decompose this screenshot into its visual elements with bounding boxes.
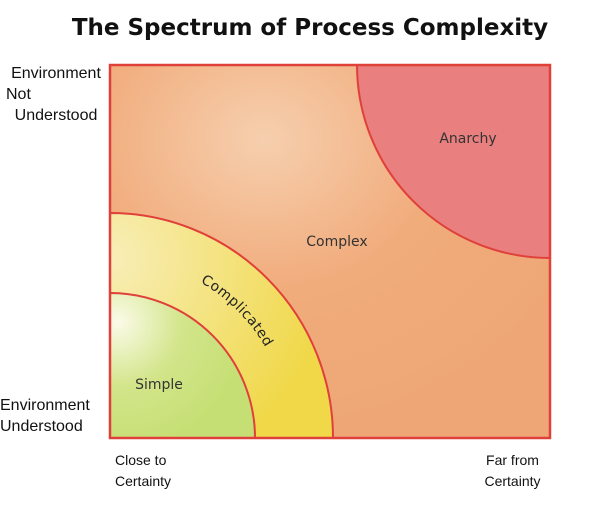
y-top-line2: Not <box>6 86 31 103</box>
x-left-line2: Certainty <box>115 473 172 489</box>
x-left-label: Close to Certainty <box>115 450 171 492</box>
diagram-title: The Spectrum of Process Complexity <box>72 15 548 41</box>
label-simple: Simple <box>135 377 183 393</box>
y-bottom-line2: Understood <box>0 418 83 435</box>
x-right-line1: Far from <box>486 452 539 468</box>
y-top-line1: Environment <box>11 65 101 82</box>
x-right-line2: Certainty <box>484 473 541 489</box>
y-bottom-label: Environment Understood <box>0 395 90 437</box>
region-anarchy <box>355 64 551 260</box>
x-left-line1: Close to <box>115 452 167 468</box>
label-anarchy: Anarchy <box>439 131 496 147</box>
y-top-label: Environment Not Understood <box>6 63 106 126</box>
x-right-label: Far from Certainty <box>470 450 555 492</box>
y-top-line3: Understood <box>14 107 98 124</box>
diagram-border <box>108 63 552 440</box>
label-complex: Complex <box>306 234 367 250</box>
y-bottom-line1: Environment <box>0 397 90 414</box>
region-simple <box>109 291 257 439</box>
